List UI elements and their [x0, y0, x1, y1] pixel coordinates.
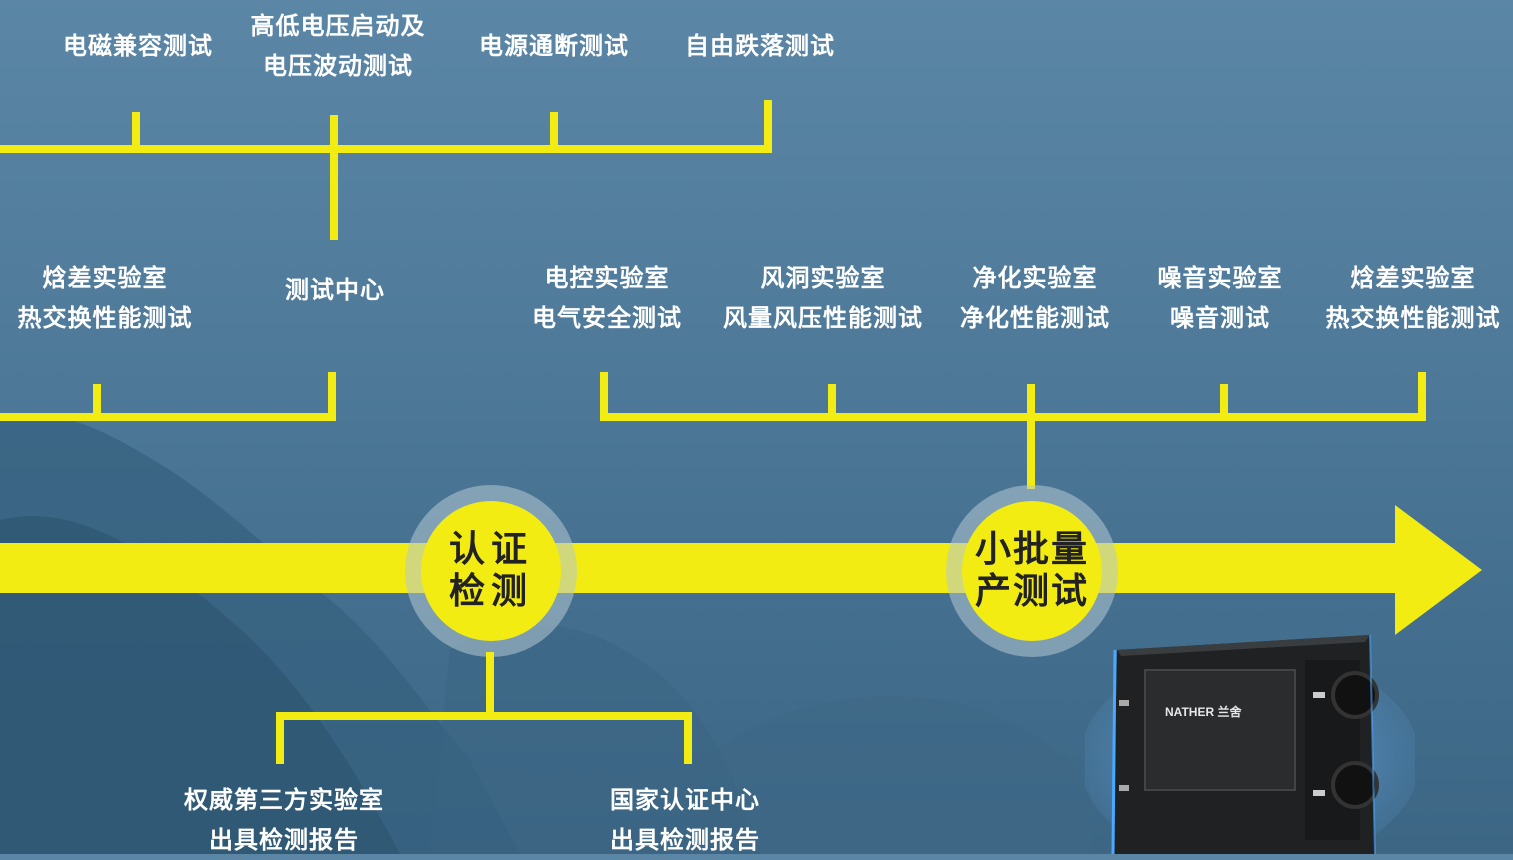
- node-small-batch-line-2: 产测试: [974, 571, 1089, 612]
- top-bracket-tick-2: [330, 115, 338, 240]
- mid-right-bracket-tick-3: [1027, 384, 1035, 489]
- mid-left-bracket-tick-2: [328, 372, 336, 421]
- node-certification-line-1: 认证: [448, 529, 533, 570]
- mid-left-bracket-tick-1: [93, 384, 101, 418]
- timeline-arrow: [0, 505, 1482, 635]
- top-label-voltage: 高低电压启动及 电压波动测试: [250, 12, 426, 80]
- node-small-batch-line-1: 小批量: [974, 529, 1089, 570]
- top-label-power-cycle: 电源通断测试: [479, 32, 629, 60]
- device-brand-label: NATHER 兰舍: [1165, 705, 1242, 719]
- mid-right-label-enthalpy: 焓差实验室 热交换性能测试: [1325, 264, 1501, 332]
- top-bracket-tick-4: [764, 100, 772, 153]
- mid-right-bracket-tick-5: [1418, 372, 1426, 421]
- mid-right-bracket-tick-1: [600, 372, 608, 421]
- mid-right-label-noise: 噪音实验室 噪音测试: [1157, 264, 1283, 332]
- mid-right-label-purification: 净化实验室 净化性能测试: [960, 264, 1110, 332]
- mid-right-bracket-tick-2: [828, 384, 836, 418]
- bottom-label-national-center: 国家认证中心 出具检测报告: [610, 786, 760, 854]
- bottom-bracket-horizontal: [276, 712, 692, 720]
- node-small-batch-testing: 小批量 产测试: [946, 485, 1118, 657]
- node-certification-line-2: 检测: [448, 571, 533, 612]
- ventilation-unit-image: [1085, 634, 1415, 854]
- mid-left-bracket-horizontal: [0, 413, 336, 421]
- mid-right-bracket-horizontal: [600, 413, 1426, 421]
- node-certification-testing: 认证 检测: [405, 485, 577, 657]
- top-label-drop: 自由跌落测试: [685, 32, 835, 60]
- bottom-bracket-stem: [486, 652, 494, 718]
- bottom-bracket-tick-1: [276, 712, 284, 764]
- top-bracket-tick-3: [550, 112, 558, 150]
- top-label-emc: 电磁兼容测试: [63, 32, 213, 60]
- top-bracket-tick-1: [132, 112, 140, 150]
- mid-left-label-enthalpy: 焓差实验室 热交换性能测试: [17, 264, 193, 332]
- bottom-label-third-party: 权威第三方实验室 出具检测报告: [184, 786, 384, 854]
- mid-right-label-electric: 电控实验室 电气安全测试: [532, 264, 682, 332]
- top-bracket-horizontal: [0, 145, 770, 153]
- mid-left-label-test-center: 测试中心: [285, 276, 385, 304]
- mid-right-bracket-tick-4: [1220, 384, 1228, 418]
- mid-right-label-wind-tunnel: 风洞实验室 风量风压性能测试: [723, 264, 923, 332]
- bottom-bracket-tick-2: [684, 712, 692, 764]
